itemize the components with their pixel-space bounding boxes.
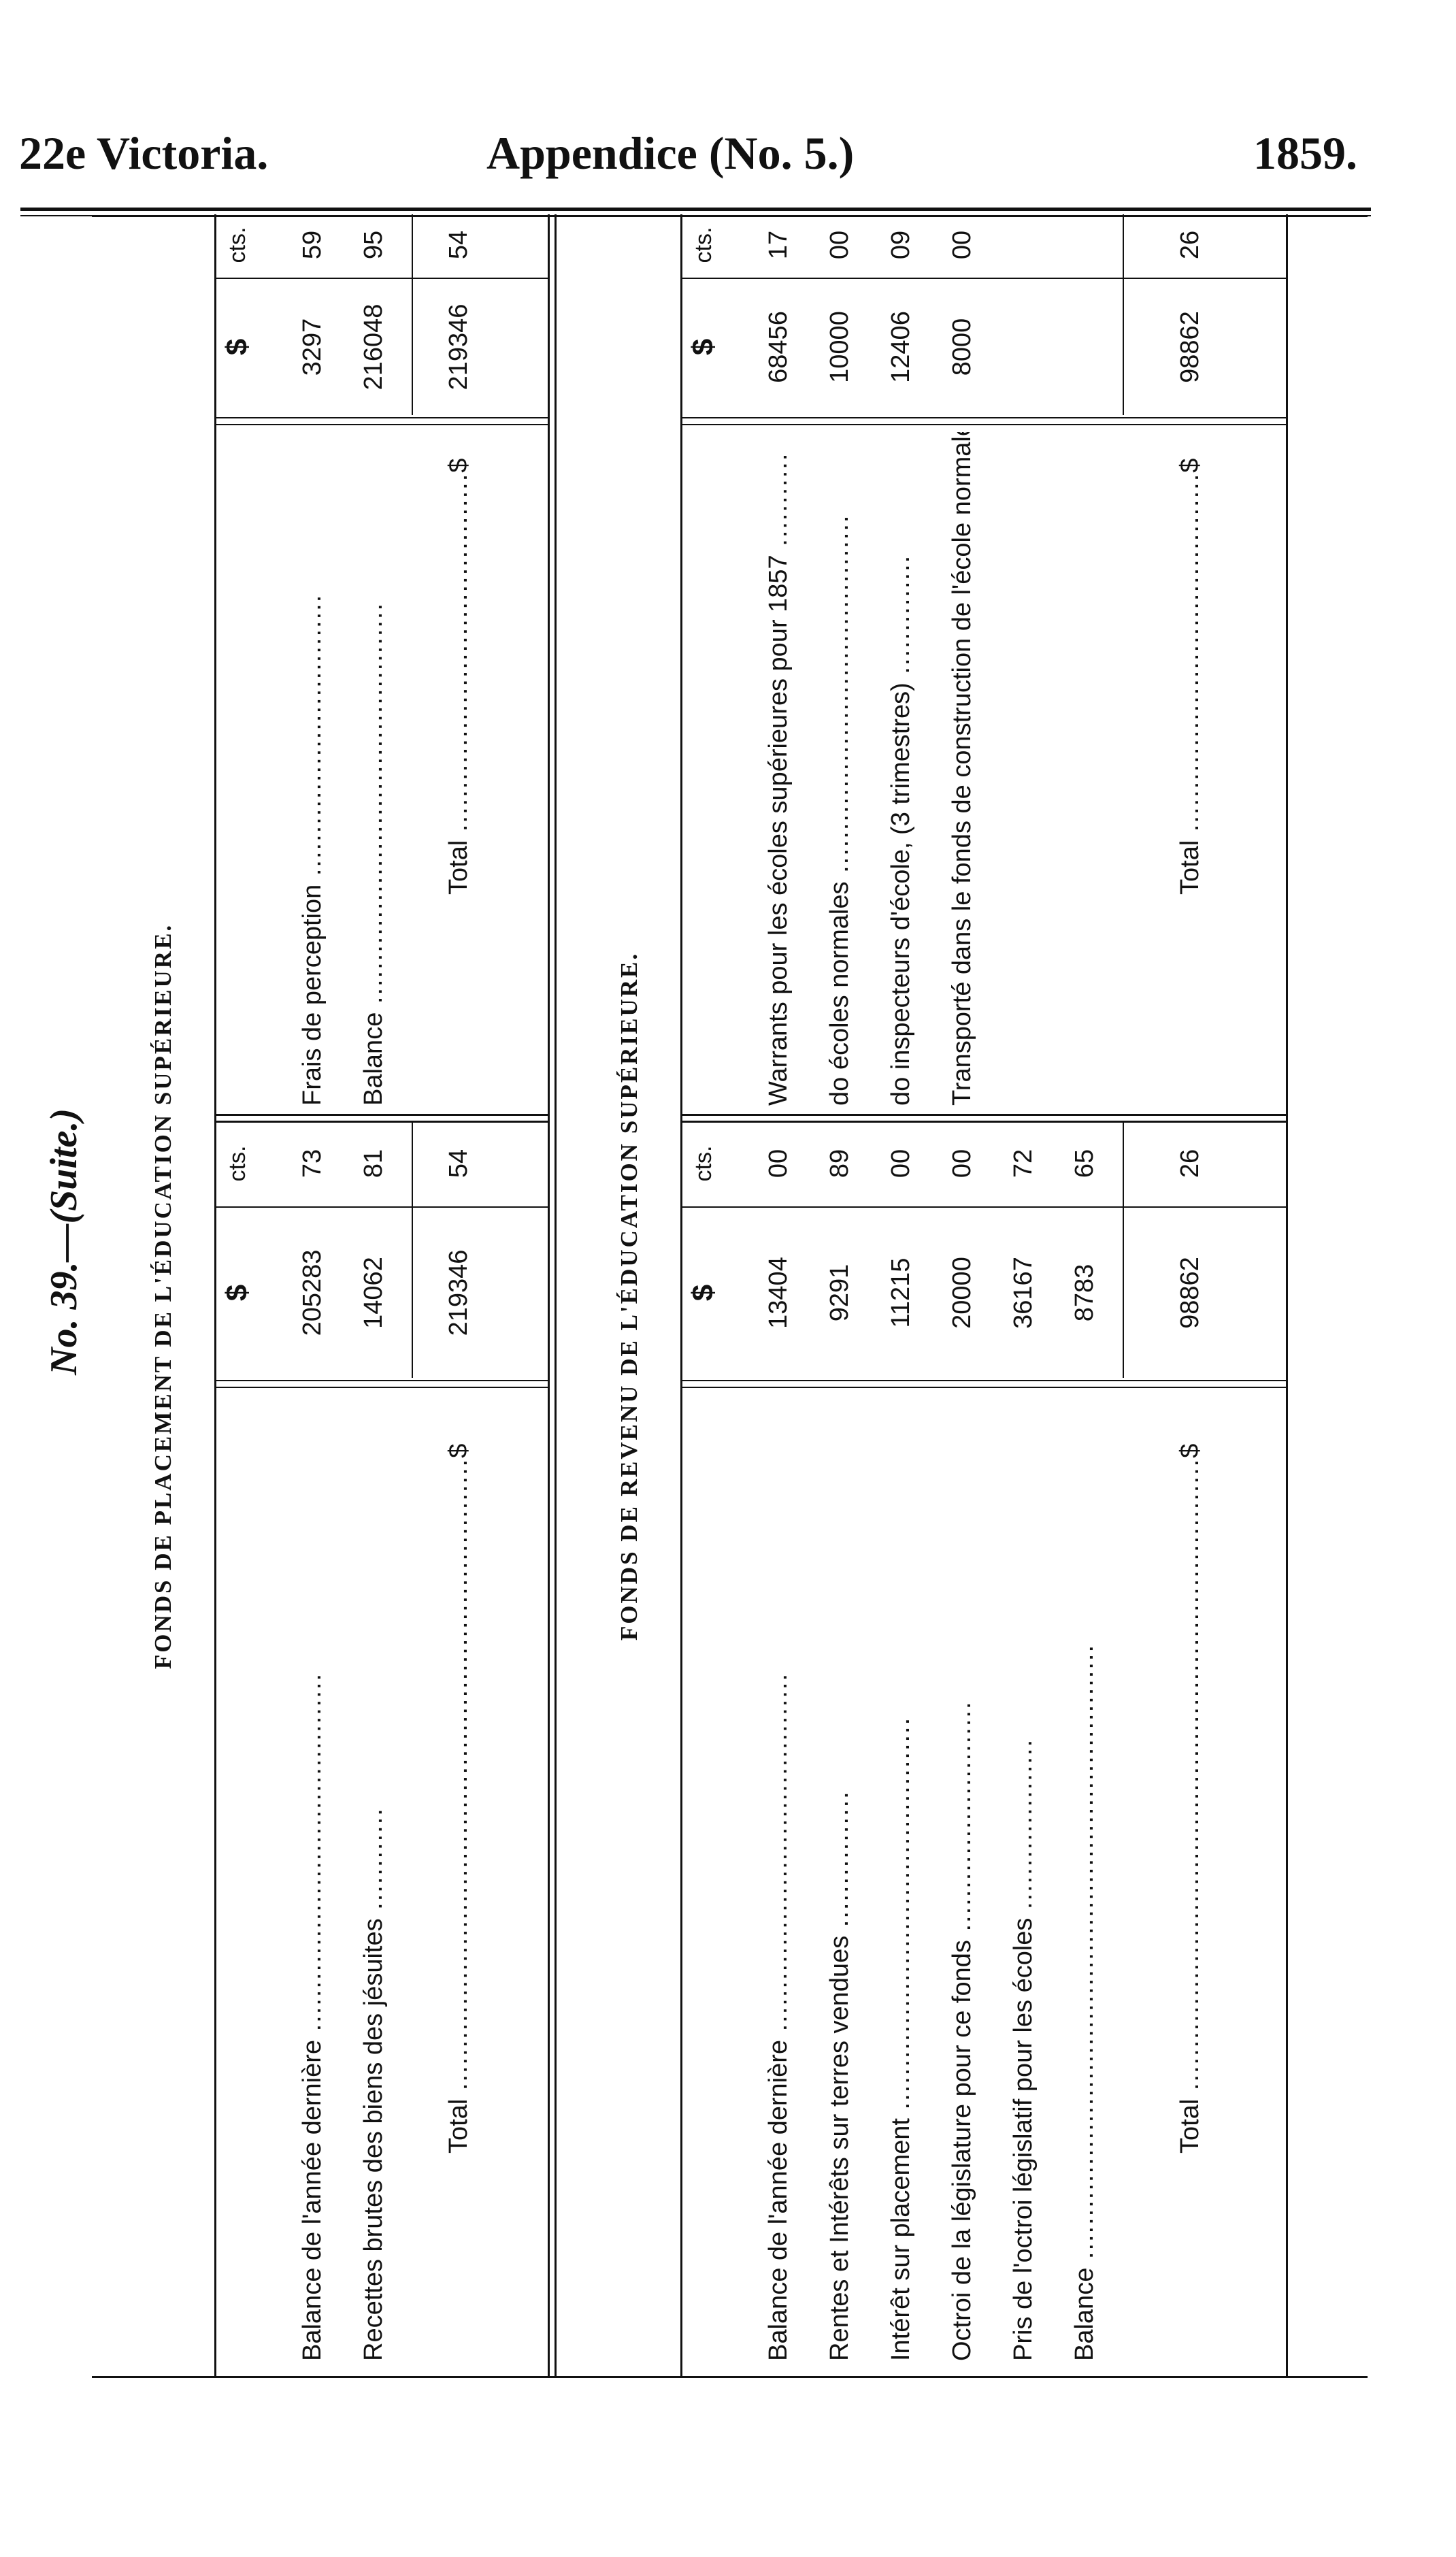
total-dollars: 98862	[1176, 1257, 1204, 1329]
row-dollars: 8783	[1070, 1264, 1099, 1322]
row-cents: 00	[948, 1149, 976, 1178]
row-cents: 59	[298, 230, 327, 260]
total-label: Total ..................................…	[1176, 1443, 1204, 2154]
frame-line	[92, 2376, 1368, 2378]
row-label: Transporté dans le fonds de construction…	[948, 432, 976, 1106]
section-rule	[214, 214, 216, 2378]
row-label: Frais de perception ....................…	[298, 593, 327, 1106]
header-rule-top	[20, 208, 1371, 211]
total-label: Total ..................................…	[444, 458, 473, 895]
col-line	[214, 424, 548, 425]
page-header: 22e Victoria. Appendice (No. 5.) 1859.	[0, 122, 1456, 184]
right-dollars-header: $	[687, 338, 720, 356]
right-cents-header: cts.	[225, 227, 250, 263]
section-rule	[555, 214, 557, 2378]
row-dollars: 11215	[887, 1257, 915, 1328]
row-label: do inspecteurs d'école, (3 trimestres) .…	[887, 554, 915, 1106]
half-divider	[680, 1114, 1286, 1116]
left-dollars-header: $	[221, 1284, 254, 1302]
row-cents: 17	[764, 230, 793, 260]
row-label: Octroi de la législature pour ce fonds .…	[948, 1700, 976, 2361]
col-line	[680, 417, 1286, 418]
header-center: Appendice (No. 5.)	[486, 127, 855, 179]
row-cents: 00	[887, 1149, 915, 1178]
page-title: No. 39.—(Suite.)	[43, 1108, 85, 1375]
row-cents: 95	[359, 230, 388, 260]
col-line	[680, 1380, 1286, 1381]
left-cents-header: cts.	[225, 1145, 250, 1182]
row-dollars: 3297	[298, 318, 327, 376]
rotated-table: No. 39.—(Suite.) FONDS DE PLACEMENT DE L…	[20, 214, 1371, 2378]
total-rule	[1123, 1123, 1124, 1378]
left-dollars-header: $	[687, 1284, 720, 1302]
row-dollars: 36167	[1009, 1257, 1038, 1329]
total-rule	[412, 214, 413, 415]
section-title: FONDS DE PLACEMENT DE L'ÉDUCATION SUPÉRI…	[150, 923, 176, 1670]
row-dollars: 12406	[887, 311, 915, 383]
row-label: Balance ................................…	[1070, 1643, 1099, 2361]
total-dollars: 219346	[444, 1249, 473, 1336]
row-dollars: 9291	[825, 1264, 854, 1322]
col-line	[214, 417, 548, 418]
row-label: Rentes et Intérêts sur terres vendues ..…	[825, 1790, 854, 2361]
section-rule	[548, 214, 550, 2378]
right-dollars-header: $	[221, 338, 254, 356]
section-rule	[1286, 214, 1288, 2378]
row-label: Intérêt sur placement ..................…	[887, 1716, 915, 2361]
row-cents: 81	[359, 1149, 388, 1178]
row-label: do écoles normales .....................…	[825, 514, 854, 1106]
left-cents-header: cts.	[691, 1145, 716, 1182]
section-title: FONDS DE REVENU DE L'ÉDUCATION SUPÉRIEUR…	[616, 951, 642, 1641]
row-dollars: 216048	[359, 303, 388, 391]
half-divider	[214, 1114, 548, 1116]
col-line	[214, 1380, 548, 1381]
row-cents: 72	[1009, 1149, 1038, 1178]
row-label: Balance de l'année dernière ............…	[298, 1672, 327, 2361]
row-label: Pris de l'octroi législatif pour les éco…	[1009, 1738, 1038, 2361]
row-label: Balance de l'année dernière ............…	[764, 1672, 793, 2361]
col-line	[214, 1387, 548, 1388]
row-dollars: 8000	[948, 318, 976, 376]
col-line	[680, 1387, 1286, 1388]
row-cents: 89	[825, 1149, 854, 1178]
row-dollars: 13404	[764, 1257, 793, 1329]
col-line	[680, 424, 1286, 425]
row-dollars: 205283	[298, 1249, 327, 1336]
total-cents: 26	[1176, 230, 1204, 260]
section-revenu: FONDS DE REVENU DE L'ÉDUCATION SUPÉRIEUR…	[558, 214, 1340, 2378]
total-label: Total ..................................…	[444, 1443, 473, 2154]
right-cents-header: cts.	[691, 227, 716, 263]
row-cents: 00	[948, 230, 976, 260]
row-cents: 00	[764, 1149, 793, 1178]
total-dollars: 98862	[1176, 311, 1204, 383]
total-rule	[412, 1123, 413, 1378]
total-cents: 54	[444, 230, 473, 260]
row-cents: 00	[825, 230, 854, 260]
row-cents: 65	[1070, 1149, 1099, 1178]
section-placement: FONDS DE PLACEMENT DE L'ÉDUCATION SUPÉRI…	[92, 214, 568, 2378]
total-cents: 54	[444, 1149, 473, 1178]
row-dollars: 10000	[825, 311, 854, 383]
total-cents: 26	[1176, 1149, 1204, 1178]
row-dollars: 20000	[948, 1257, 976, 1329]
total-rule	[1123, 214, 1124, 415]
row-label: Warrants pour les écoles supérieures pou…	[764, 452, 793, 1106]
section-rule	[680, 214, 682, 2378]
total-dollars: 219346	[444, 303, 473, 391]
header-right: 1859.	[1253, 127, 1357, 179]
row-dollars: 14062	[359, 1257, 388, 1329]
total-label: Total ..................................…	[1176, 458, 1204, 895]
row-label: Recettes brutes des biens des jésuites .…	[359, 1807, 388, 2361]
row-cents: 09	[887, 230, 915, 260]
row-dollars: 68456	[764, 311, 793, 383]
frame-line	[92, 215, 1368, 217]
row-cents: 73	[298, 1149, 327, 1178]
header-left: 22e Victoria.	[19, 127, 269, 179]
row-label: Balance ................................…	[359, 601, 388, 1106]
